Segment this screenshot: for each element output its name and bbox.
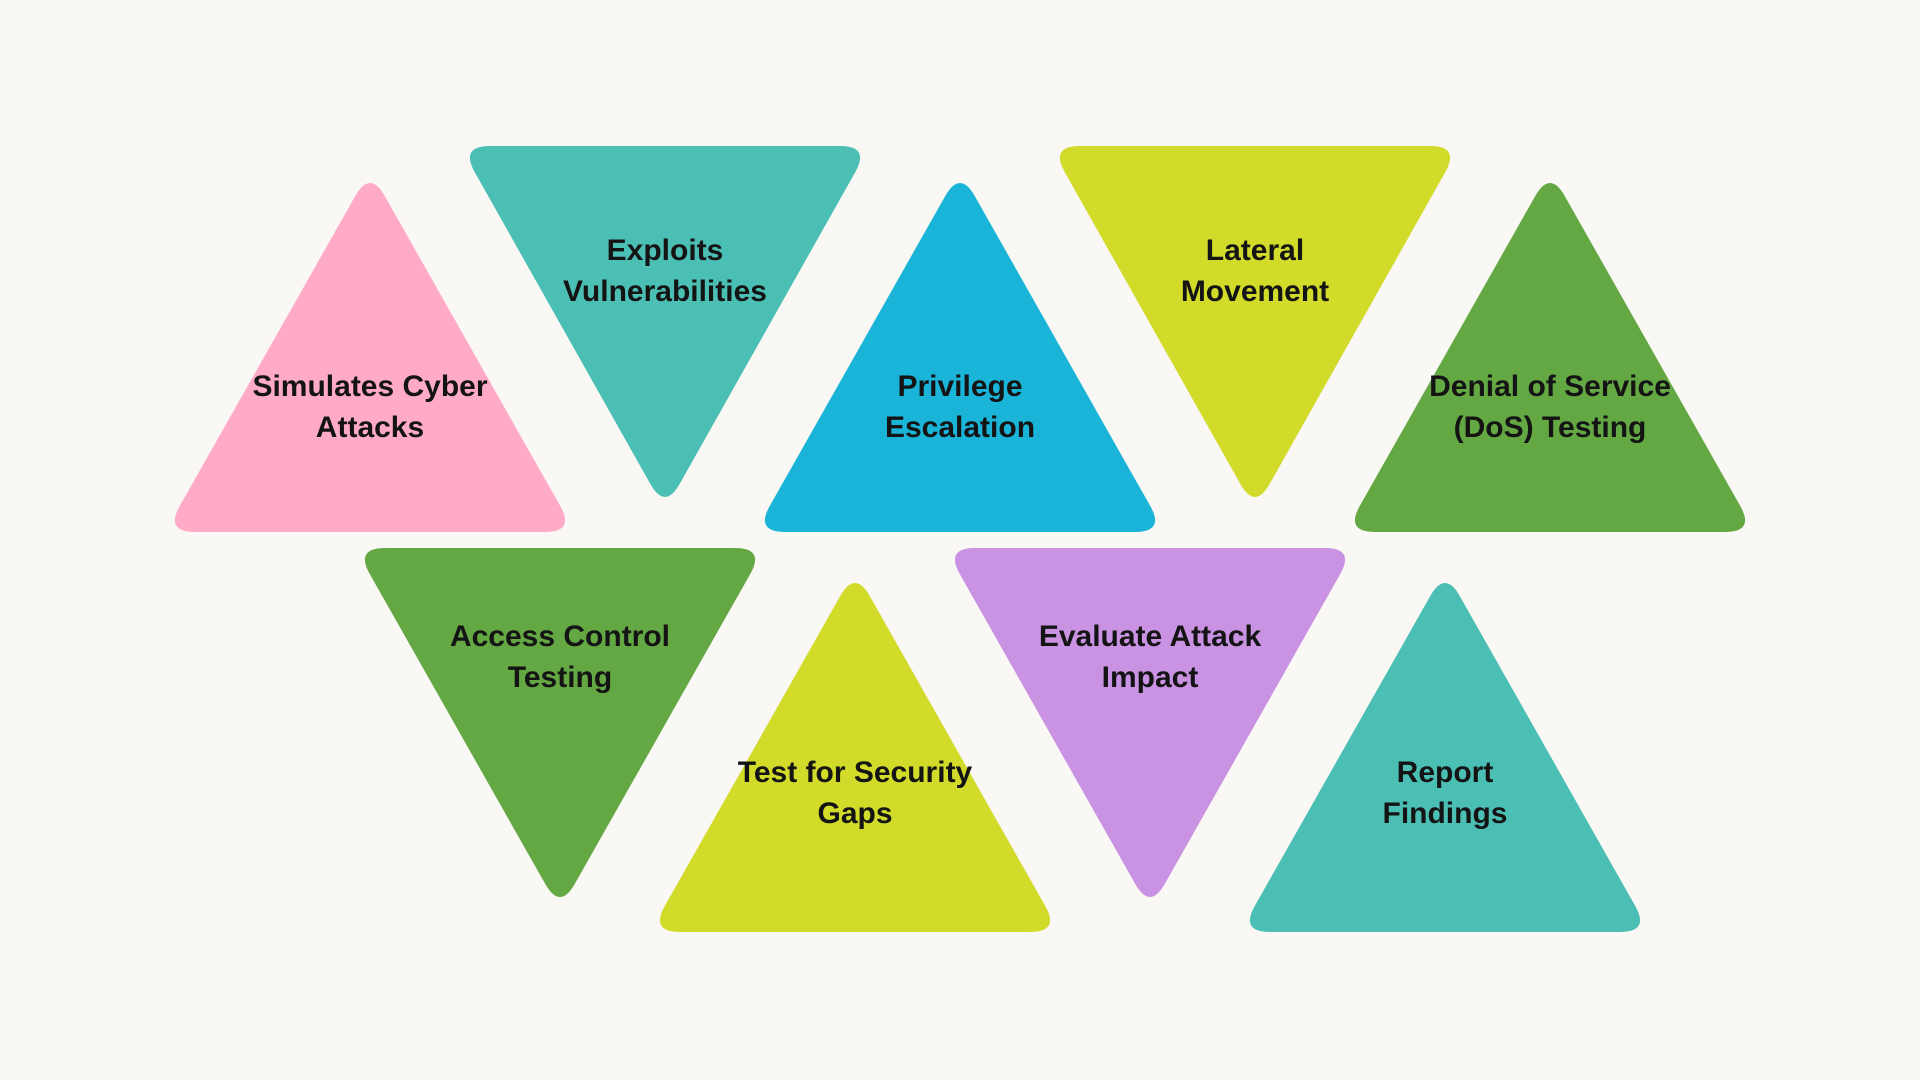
label-exploits-vulnerabilities: Exploits Vulnerabilities [563, 234, 767, 308]
label-test-for-security-gaps: Test for Security Gaps [737, 756, 973, 830]
triangle-lateral [1059, 146, 1451, 497]
triangle-evaluate [954, 548, 1346, 897]
triangle-security-gaps [659, 583, 1051, 932]
label-access-control-testing: Access Control Testing [449, 620, 671, 694]
label-evaluate-attack-impact: Evaluate Attack Impact [1038, 620, 1262, 694]
triangle-access [364, 548, 756, 897]
triangle-dos [1354, 183, 1746, 533]
triangle-report [1249, 583, 1641, 932]
label-privilege-escalation: Privilege Escalation [884, 370, 1036, 444]
triangle-privilege [764, 183, 1156, 533]
label-denial-of-service: Denial of Service (DoS) Testing [1429, 370, 1671, 444]
label-simulates-cyber-attacks: Simulates Cyber Attacks [252, 370, 488, 444]
triangle-simulates [174, 183, 566, 533]
label-lateral-movement: Lateral Movement [1180, 234, 1330, 308]
triangle-exploits [469, 146, 861, 497]
label-report-findings: Report Findings [1382, 756, 1508, 830]
